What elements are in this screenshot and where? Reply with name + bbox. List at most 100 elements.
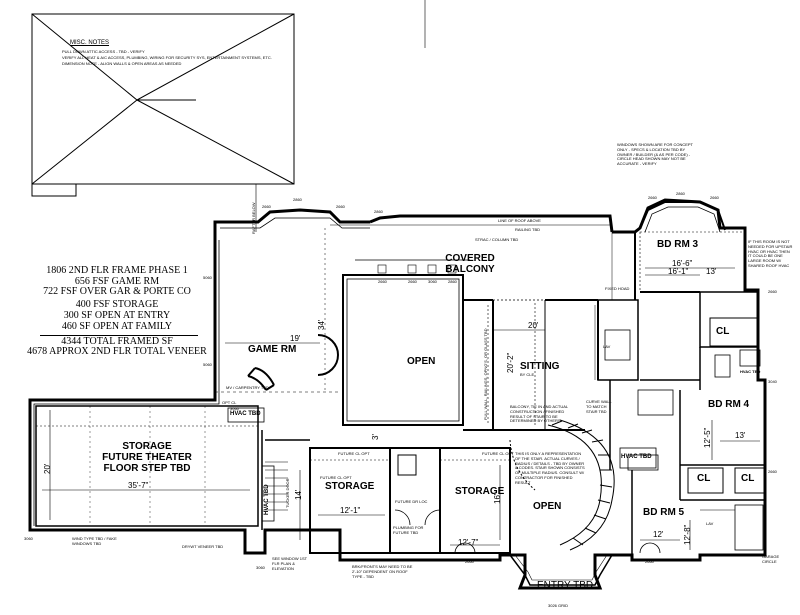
window-tag-v: 3026 GRID xyxy=(548,603,569,608)
window-tag-b: 2860 xyxy=(293,197,302,202)
room-bd-rm-5: BD RM 5 xyxy=(643,507,685,518)
room-covered-balcony-2: BALCONY xyxy=(445,264,495,275)
note-future-cl-1: FUTURE CL OPT xyxy=(338,451,370,456)
window-tag-g: 2660 xyxy=(710,195,719,200)
note-railing: RAILING TBD xyxy=(515,227,541,232)
note-balcony: BALCONY, TIE IN AND ACTUAL CONSTRUCTION … xyxy=(510,404,568,424)
room-open-stair: OPEN xyxy=(533,501,562,512)
dim-bd4-height: 12'-5" xyxy=(703,427,712,448)
dim-storage-right-width: 12'-7" xyxy=(458,538,479,547)
storage-theater xyxy=(35,405,259,527)
room-bd-rm-4: BD RM 4 xyxy=(708,399,750,410)
window-tag-s: 2660 xyxy=(768,469,777,474)
dim-bd3-width-2: 16'-1" xyxy=(668,267,689,276)
misc-note-3: DIMENSION NOTE - ALIGN WALLS & OPEN AREA… xyxy=(62,61,182,66)
closet-2: CL xyxy=(697,473,711,484)
dim-bd5-width: 12' xyxy=(653,530,664,539)
dim-sitting-width: 20' xyxy=(528,321,539,330)
summary-line-4: 400 FSF STORAGE xyxy=(75,299,159,310)
summary-line-1: 1806 2ND FLR FRAME PHASE 1 xyxy=(46,265,188,276)
window-tag-f: 2860 xyxy=(676,191,685,196)
note-bd3-room: IF THIS ROOM IS NOT NEEDED FOR UPSTAIR H… xyxy=(748,239,793,268)
hvac-label-2: HVAC TBD xyxy=(264,484,270,515)
dim-bd5-height: 12'-8" xyxy=(683,524,692,545)
summary-line-6: 460 SF OPEN AT FAMILY xyxy=(61,321,173,332)
room-open-center: OPEN xyxy=(407,356,436,367)
note-rafter: RAFTER BELOW xyxy=(251,202,256,234)
summary-line-3: 722 FSF OVER GAR & PORTE CO xyxy=(43,286,191,297)
room-storage-left: STORAGE xyxy=(325,481,375,492)
window-tag-n: 2660 xyxy=(408,279,417,284)
window-tag-q: 2660 xyxy=(768,289,777,294)
room-future-theater: FUTURE THEATER xyxy=(102,452,192,463)
dim-storage-left-height: 14' xyxy=(294,489,303,500)
dimension-lines xyxy=(42,0,760,550)
game-room xyxy=(214,228,340,400)
closet-1: CL xyxy=(716,326,730,337)
window-tag-r: 3040 xyxy=(768,379,777,384)
note-carpentry: MV / CARPENTRY TBD xyxy=(226,385,269,390)
note-future-cl-3: FUTURE CL OPT xyxy=(320,475,352,480)
room-sitting: SITTING xyxy=(520,361,560,372)
window-tag-i: 5060 xyxy=(203,362,212,367)
window-tag-e: 2660 xyxy=(648,195,657,200)
window-tag-o: 3060 xyxy=(428,279,437,284)
closet-3: CL xyxy=(741,473,755,484)
note-windows: WINDOWS SHOWN ARE FOR CONCEPT ONLY - SPE… xyxy=(617,142,693,167)
summary-line-7: 4344 TOTAL FRAMED SF xyxy=(61,336,173,347)
window-tag-h: 5060 xyxy=(203,275,212,280)
summary-line-5: 300 SF OPEN AT ENTRY xyxy=(63,310,171,321)
note-curve-wall: CURVE WALL TO MATCH STAIR TBD xyxy=(586,399,612,414)
window-tag-p: 2860 xyxy=(448,279,457,284)
note-tucker: TUCKER DOOR xyxy=(285,478,290,508)
window-tag-u: 2660 xyxy=(645,559,654,564)
dim-storage-right-height: 16' xyxy=(493,493,502,504)
note-by-cle: BY CLE xyxy=(520,372,535,377)
room-covered-balcony-1: COVERED xyxy=(445,253,495,264)
note-garage: GARAGE CIRCLE xyxy=(762,554,780,564)
room-bd-rm-3: BD RM 3 xyxy=(657,239,699,250)
note-lav: LAV xyxy=(603,344,611,349)
note-future-dr: FUTURE DR LOC xyxy=(395,499,428,504)
note-rail: FULL WALL, RAILINGS, OPNG'S, OR GLASS TB… xyxy=(483,328,488,420)
dim-storage-left-width: 12'-1" xyxy=(340,506,361,515)
summary-line-2: 656 FSF GAME RM xyxy=(74,276,160,287)
roof-plan xyxy=(31,13,295,197)
window-tag-k: 3060 xyxy=(230,406,239,411)
summary-line-8: 4678 APPROX 2ND FLR TOTAL VENEER xyxy=(27,346,207,357)
note-brkt: BRK/FRONTS MAY NEED TO BE 2'-10" DEPENDE… xyxy=(352,564,413,579)
window-tag-c: 2660 xyxy=(336,204,345,209)
room-game-rm: GAME RM xyxy=(248,344,297,355)
room-floor-step: FLOOR STEP TBD xyxy=(103,463,191,474)
note-stair: THIS IS ONLY A REPRESENTATION OF THE STA… xyxy=(515,451,585,485)
note-opt-cl: OPT CL xyxy=(222,400,237,405)
curved-stair xyxy=(509,419,615,551)
hvac-label-1: HVAC TBD xyxy=(230,411,261,417)
window-tag-j: 3060 xyxy=(24,536,33,541)
hvac-label-4: HVAC TBD xyxy=(740,369,761,374)
note-strac: STRAC / COLUMN TBD xyxy=(475,237,519,242)
window-tag-a: 2660 xyxy=(262,204,271,209)
room-storage-right: STORAGE xyxy=(455,486,505,497)
note-wind-type: WIND TYPE TBD / FAKE WINDOWS TBD xyxy=(72,536,117,546)
room-entry: ENTRY TBD xyxy=(537,580,594,591)
dim-small-3: 3' xyxy=(371,434,380,440)
dim-big-height: 20' xyxy=(43,463,52,474)
bath-closets xyxy=(597,291,766,555)
window-tag-t: 2660 xyxy=(465,559,474,564)
window-tag-d: 2860 xyxy=(374,209,383,214)
misc-note-1: PULL DOWN ATTIC ACCESS - TBD - VERIFY xyxy=(62,49,145,54)
dim-game-width: 19' xyxy=(290,334,301,343)
dim-bd3-width: 16'-6" xyxy=(672,259,693,268)
note-fixed-hoad: FIXED HOAD xyxy=(605,286,630,291)
dim-bd3-height: 13' xyxy=(706,267,717,276)
window-tag-m: 2660 xyxy=(378,279,387,284)
dim-sitting-height: 20'-2" xyxy=(506,352,515,373)
bedroom-3 xyxy=(634,201,746,300)
note-lav-2: LAV xyxy=(706,521,714,526)
dim-big-width: 35'-7" xyxy=(128,481,149,490)
note-plumbing: PLUMBING FOR FUTURE TBD xyxy=(393,525,424,535)
note-future-cl-2: FUTURE CL OPT xyxy=(482,451,514,456)
misc-notes-title: MISC. NOTES xyxy=(70,40,110,46)
